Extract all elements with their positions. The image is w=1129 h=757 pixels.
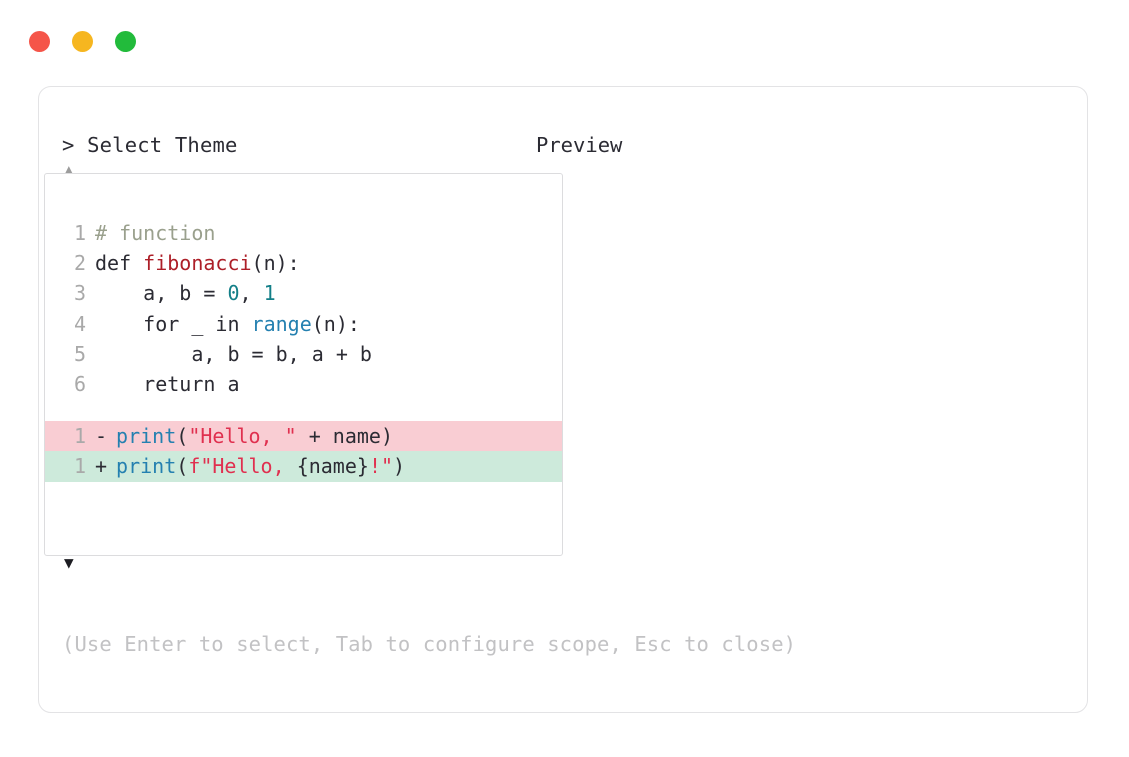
scroll-down-arrow-icon[interactable]: ▼ [64, 552, 74, 572]
line-number: 6 [73, 371, 86, 396]
code-token: {name} [296, 454, 369, 479]
code-text: def fibonacci(n): [86, 248, 300, 278]
code-line: 3 a, b = 0, 1 [62, 278, 562, 308]
diff-line-removed: 1-print("Hello, " + name) [45, 421, 562, 452]
code-token: (n): [311, 311, 360, 336]
code-line: 4 for _ in range(n): [62, 309, 562, 339]
line-number: 1 [73, 424, 86, 449]
theme-selector-card: > Select Theme ▲ 1.ANSI Light2.Ayu Light… [38, 86, 1088, 713]
code-token: f"Hello, [188, 454, 297, 479]
code-token: , [239, 281, 264, 306]
code-token: # function [95, 221, 216, 245]
prompt-symbol: > [62, 133, 75, 157]
line-number: 4 [73, 311, 86, 336]
window-traffic-lights [29, 31, 136, 52]
code-token: range [251, 311, 312, 336]
keyboard-hint: (Use Enter to select, Tab to configure s… [62, 632, 797, 656]
code-text: a, b = b, a + b [86, 339, 372, 369]
line-number: 3 [73, 281, 86, 306]
code-line: 6 return a [62, 369, 562, 399]
code-token: print [116, 424, 177, 449]
code-token: + name) [296, 424, 394, 449]
code-token: !" [368, 454, 394, 479]
diff-line-added: 1 + print(f"Hello, {name}!") [45, 451, 562, 482]
maximize-button[interactable] [115, 31, 136, 52]
prompt-row: > Select Theme [62, 133, 532, 157]
code-token: ) [393, 454, 406, 479]
code-token: print [116, 454, 177, 479]
code-token: a, b = [95, 281, 228, 306]
code-line: 5 a, b = b, a + b [62, 339, 562, 369]
code-line: 1 # function [62, 218, 562, 248]
code-text: # function [86, 218, 215, 248]
code-token: def [95, 251, 144, 276]
code-token: "Hello, " [188, 424, 297, 449]
diff-plus-marker: + [95, 454, 108, 479]
code-text: for _ in range(n): [86, 309, 360, 339]
code-token: fibonacci [143, 251, 252, 276]
code-token: ( [176, 424, 189, 449]
code-text: return a [86, 369, 240, 399]
code-token: return a [95, 371, 240, 396]
line-number: 1 [73, 454, 86, 479]
line-number: 1 [73, 221, 86, 245]
preview-label: Preview [536, 133, 623, 157]
line-number: 5 [73, 341, 86, 366]
diff-minus-marker: - [95, 424, 108, 449]
code-text: print(f"Hello, {name}!") [116, 451, 405, 481]
code-token: 1 [263, 281, 276, 306]
preview-column: Preview [536, 133, 622, 157]
code-token: ( [176, 454, 189, 479]
code-text: a, b = 0, 1 [86, 278, 276, 308]
line-number: 2 [73, 251, 86, 276]
code-text: print("Hello, " + name) [116, 421, 393, 451]
close-button[interactable] [29, 31, 50, 52]
page-title: Select Theme [87, 133, 238, 157]
code-token: (n): [251, 251, 300, 276]
code-token: a, b = b, a + b [95, 341, 372, 366]
scroll-up-arrow-icon[interactable]: ▲ [64, 160, 74, 179]
minimize-button[interactable] [72, 31, 93, 52]
code-blank-line [62, 399, 562, 421]
code-token: 0 [227, 281, 240, 306]
code-token: for _ in [95, 311, 252, 336]
